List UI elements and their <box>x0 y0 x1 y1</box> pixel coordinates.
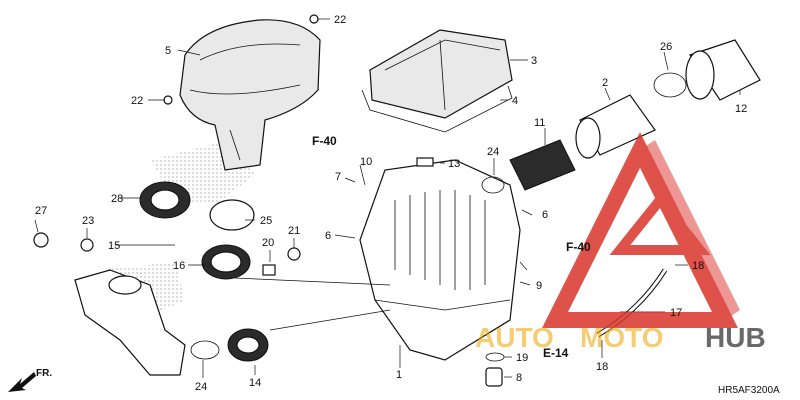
part-20-sensor <box>262 264 276 276</box>
callout-13: 13 <box>448 158 460 170</box>
callout-5: 5 <box>165 45 171 57</box>
part-4-seal <box>361 85 513 133</box>
callout-2: 2 <box>602 77 608 89</box>
part-3-lid <box>369 29 513 119</box>
part-15-duct <box>74 269 186 376</box>
part-5-duct-cover <box>179 19 321 171</box>
part-27-clip <box>33 232 49 248</box>
watermark-hub: HUB <box>705 322 766 353</box>
callout-15: 15 <box>108 240 120 252</box>
part-22-bolt-upper <box>309 14 319 24</box>
ref-f40-top: F-40 <box>312 134 337 148</box>
callout-10: 10 <box>360 156 372 168</box>
callout-1: 1 <box>396 369 402 381</box>
callout-23: 23 <box>82 215 94 227</box>
callout-28: 28 <box>111 193 123 205</box>
part-16-ring <box>201 244 251 280</box>
part-26-band <box>653 72 687 98</box>
callout-8: 8 <box>516 372 522 384</box>
part-19-oring <box>485 352 505 362</box>
part-2-filter <box>575 94 656 159</box>
ref-e14: E-14 <box>543 346 569 360</box>
part-17-hose-inner <box>597 269 667 337</box>
callout-7-upper: 7 <box>335 171 341 183</box>
callout-19: 19 <box>516 352 528 364</box>
callout-26: 26 <box>660 41 672 53</box>
front-arrow-icon <box>8 372 36 392</box>
part-12-sleeve <box>685 39 761 101</box>
callout-6-left: 6 <box>325 230 331 242</box>
callout-24-top: 24 <box>487 146 499 158</box>
callout-14: 14 <box>249 377 261 389</box>
ref-f40-right: F-40 <box>566 240 591 254</box>
callout-9: 9 <box>536 280 542 292</box>
diagram-code: HR5AF3200A <box>718 385 780 396</box>
part-14-joint <box>227 328 269 362</box>
callout-27: 27 <box>35 205 47 217</box>
direction-label: FR. <box>36 368 52 379</box>
part-22-bolt-left <box>163 95 173 105</box>
callout-12: 12 <box>735 103 747 115</box>
callout-16: 16 <box>173 260 185 272</box>
part-24-band-upper <box>481 176 505 194</box>
watermark-auto: AUTO <box>475 322 554 353</box>
callout-22-left: 22 <box>131 95 143 107</box>
part-28-boot <box>139 181 191 219</box>
callout-24-bottom: 24 <box>195 381 207 393</box>
part-25-ring <box>209 199 255 231</box>
callout-22-top: 22 <box>334 14 346 26</box>
callout-4: 4 <box>512 95 518 107</box>
callout-18-bottom: 18 <box>596 361 608 373</box>
watermark-logo <box>542 132 740 328</box>
part-13-clip <box>416 157 434 167</box>
part-24-band-lower <box>190 340 220 360</box>
part-21-grommet <box>287 247 301 261</box>
callout-21: 21 <box>288 225 300 237</box>
callout-6-right: 6 <box>542 209 548 221</box>
callout-20: 20 <box>262 237 274 249</box>
callout-25: 25 <box>260 215 272 227</box>
part-8-drain <box>485 367 503 387</box>
part-23-grommet <box>80 238 94 252</box>
callout-3: 3 <box>531 55 537 67</box>
watermark-moto: MOTO <box>580 322 663 353</box>
part-11-boot <box>509 139 576 191</box>
callout-11: 11 <box>534 117 545 129</box>
callout-18-right: 18 <box>692 260 704 272</box>
callout-17: 17 <box>670 307 682 319</box>
